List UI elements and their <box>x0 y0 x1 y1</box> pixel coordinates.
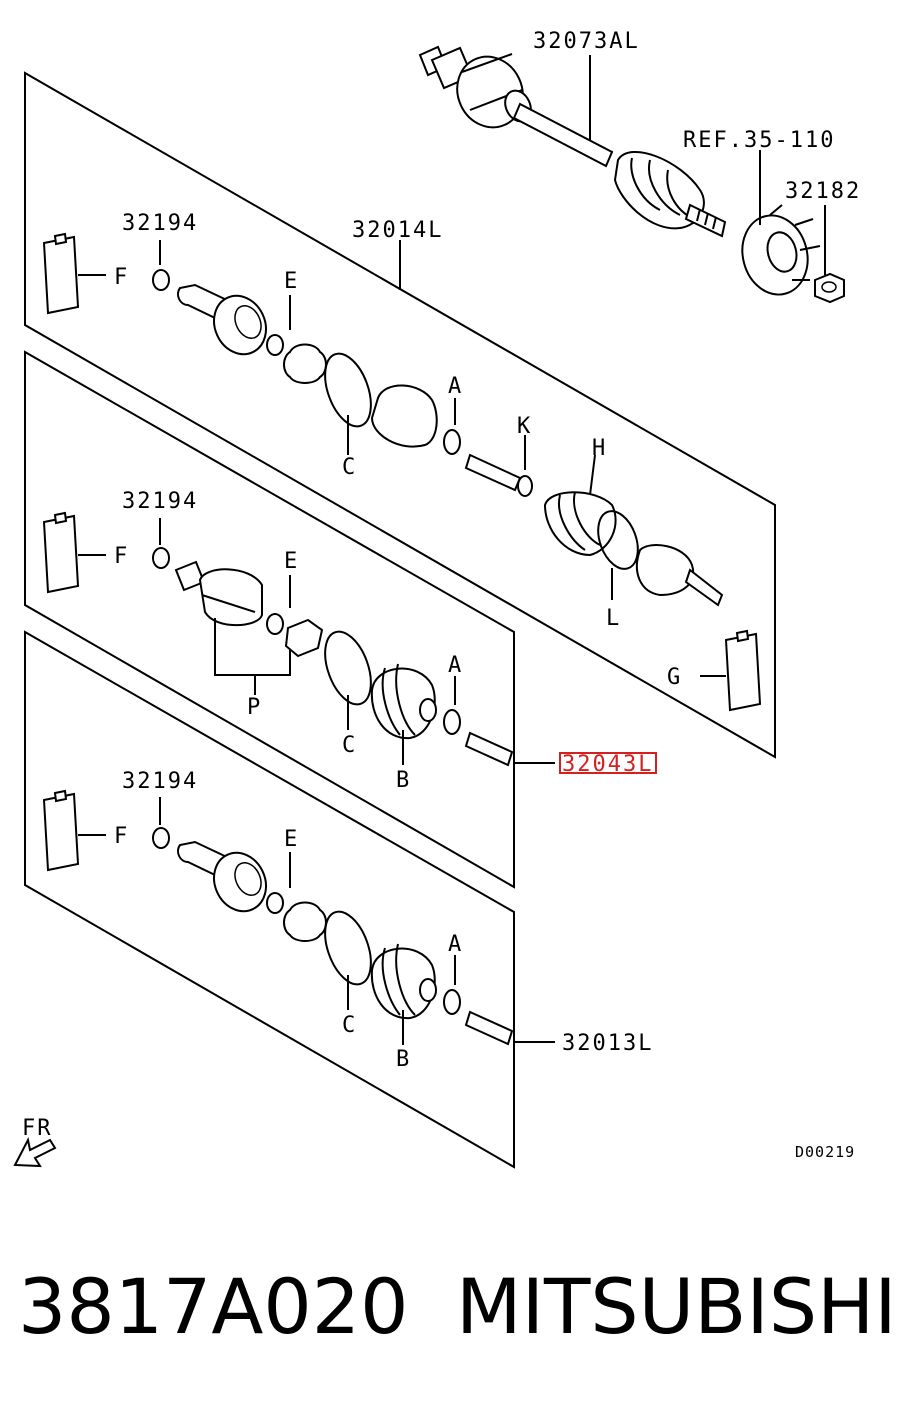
hub-nut <box>814 272 845 304</box>
label-32073AL: 32073AL <box>533 29 640 54</box>
wheel-hub <box>741 204 821 296</box>
callout-K: K <box>517 414 532 439</box>
kit-panel-32043L: F 32194 E P C B A <box>24 350 555 889</box>
callout-P: P <box>247 695 262 720</box>
label-32013L: 32013L <box>562 1031 653 1056</box>
callout-L: L <box>606 606 621 631</box>
callout-B-3: B <box>396 1047 411 1072</box>
callout-F-2: F <box>114 544 129 569</box>
callout-C-1: C <box>342 455 357 480</box>
label-32043L[interactable]: 32043L <box>562 752 653 777</box>
callout-C-2: C <box>342 733 357 758</box>
callout-E-1: E <box>284 269 299 294</box>
label-32182: 32182 <box>785 179 861 204</box>
label-32014L: 32014L <box>352 218 443 243</box>
callout-B-2: B <box>396 768 411 793</box>
exploded-parts-diagram: 32073AL REF.35-110 32182 32014L F 32194 … <box>13 29 861 1169</box>
label-32194-1: 32194 <box>122 211 198 236</box>
label-32194-2: 32194 <box>122 489 198 514</box>
part-caption: 3817A020 MITSUBISHI <box>18 1262 898 1372</box>
callout-F-1: F <box>114 265 129 290</box>
kit-panel-32013L: F 32194 E C B A 32013L <box>24 630 653 1169</box>
diagram-code: D00219 <box>795 1143 855 1161</box>
label-32194-3: 32194 <box>122 769 198 794</box>
kit-panel-32014L: 32014L F 32194 E C A <box>24 71 776 759</box>
label-FR: FR <box>22 1116 53 1141</box>
callout-A-1: A <box>448 374 463 399</box>
callout-E-3: E <box>284 827 299 852</box>
label-ref-35-110: REF.35-110 <box>683 128 835 153</box>
callout-G: G <box>667 665 682 690</box>
highlight-box-32043L <box>559 752 657 774</box>
callout-F-3: F <box>114 824 129 849</box>
callout-A-2: A <box>448 653 463 678</box>
callout-A-3: A <box>448 932 463 957</box>
part-number: 3817A020 <box>18 1262 409 1351</box>
callout-C-3: C <box>342 1013 357 1038</box>
drive-shaft-assembly <box>418 45 727 238</box>
callout-E-2: E <box>284 549 299 574</box>
front-direction-arrow: FR <box>13 1116 57 1168</box>
brand-name: MITSUBISHI <box>456 1262 897 1351</box>
callout-H: H <box>592 436 607 461</box>
